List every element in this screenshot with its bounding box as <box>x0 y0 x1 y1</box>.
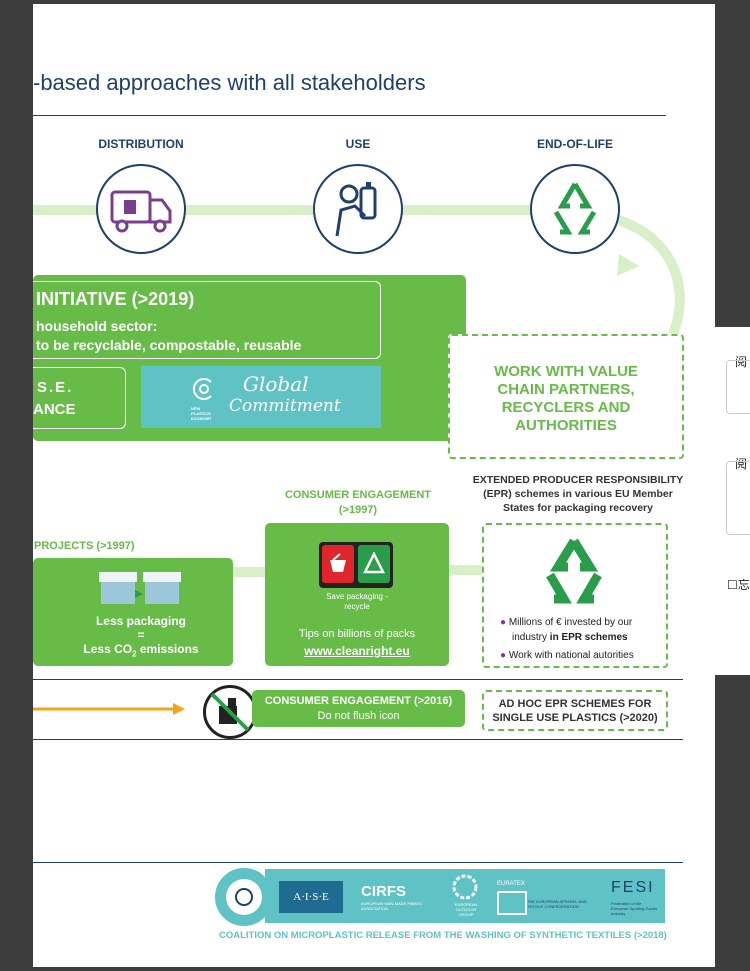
epr-bullet-2: ● Work with national autorities <box>500 650 634 661</box>
commitment-text: Commitment <box>229 396 341 416</box>
global-commitment-logo: NEW PLASTICS ECONOMY Global Commitment <box>141 366 381 428</box>
consumer-1997-box: Save packaging - recycle Tips on billion… <box>265 523 449 666</box>
initiative-line-2: to be recyclable, compostable, reusable <box>36 337 302 353</box>
recycle-triangle-icon <box>363 552 385 574</box>
consumer-1997-title-1: CONSUMER ENGAGEMENT <box>284 489 432 501</box>
band-rule-top <box>33 679 683 680</box>
epr-bullet-1a: Millions of € invested by our <box>508 617 633 628</box>
projects-box: Less packaging = Less CO2 emissions <box>33 558 233 666</box>
value-chain-box: WORK WITH VALUE CHAIN PARTNERS, RECYCLER… <box>448 334 684 459</box>
epr-title-line-2: (EPR) schemes in various EU Member <box>483 488 673 500</box>
initiative-box: INITIATIVE (>2019) household sector: to … <box>33 275 466 441</box>
euratex-sub: THE EUROPEAN APPAREL AND TEXTILE CONFEDE… <box>527 899 587 909</box>
partner-logos-bar: A·I·S·E CIRFS EUROPEAN MAN-MADE FIBRES A… <box>265 869 665 923</box>
less-packaging-text: Less packaging <box>95 614 187 628</box>
initiative-line-1: household sector: <box>36 318 158 334</box>
equals-text: = <box>137 628 145 642</box>
side-panel: 阅 阅 ☐忘 <box>706 327 750 675</box>
icon-caption-1: Save packaging - <box>326 592 388 601</box>
aise-alliance-line-1: S.E. <box>37 379 74 396</box>
band-rule-bottom <box>33 739 683 740</box>
page-title: -based approaches with all stakeholders <box>33 70 426 95</box>
epr-bullet-1: ● Millions of € invested by our <box>500 617 633 628</box>
less-co2-text: Less CO2 emissions <box>83 642 199 659</box>
stage-end-of-life: END-OF-LIFE <box>537 137 613 151</box>
new-plastics-economy-icon <box>192 378 212 400</box>
epr-bullet-1b-plain: industry <box>512 632 550 643</box>
side-panel-label-2: 阅 <box>735 457 748 471</box>
side-panel-card-1[interactable] <box>726 360 750 414</box>
consumer-2016-box: CONSUMER ENGAGEMENT (>2016) Do not flush… <box>252 690 465 727</box>
eog-flower-icon <box>452 874 478 900</box>
aise-logo: A·I·S·E <box>279 881 343 913</box>
cirfs-logo: CIRFS <box>361 883 406 900</box>
aise-alliance-line-2: ANCE <box>33 401 76 418</box>
icon-caption-2: recycle <box>344 602 370 611</box>
epr-bullet-1-cont: industry in EPR schemes <box>500 630 634 645</box>
initiative-inner <box>33 281 381 359</box>
footer-rule <box>33 862 683 863</box>
side-panel-label-1: 阅 <box>735 355 748 369</box>
tips-text: Tips on billions of packs <box>298 628 416 640</box>
adhoc-line-1: AD HOC EPR SCHEMES FOR <box>498 698 652 710</box>
euratex-logo: EURATEX <box>497 881 525 887</box>
cirfs-sub: EUROPEAN MAN-MADE FIBRES ASSOCIATION <box>361 901 422 911</box>
consumer-1997-title-2: (>1997) <box>338 504 378 516</box>
aise-alliance-box <box>33 367 126 429</box>
epr-title-line-1: EXTENDED PRODUCER RESPONSIBILITY <box>472 474 684 486</box>
global-text: Global <box>243 372 309 396</box>
value-chain-line-4: AUTHORITIES <box>515 417 617 434</box>
basket-icon <box>330 553 346 572</box>
stage-use: USE <box>345 137 371 151</box>
adhoc-line-2: SINGLE USE PLASTICS (>2020) <box>492 712 658 724</box>
recycle-icon <box>530 164 620 254</box>
value-chain-line-3: RECYCLERS AND <box>501 399 631 416</box>
epr-bullet-1b-bold: in EPR schemes <box>549 632 628 643</box>
euratex-mark-icon <box>497 891 527 915</box>
adhoc-epr-box: AD HOC EPR SCHEMES FOR SINGLE USE PLASTI… <box>482 690 668 731</box>
side-panel-checkbox[interactable]: ☐忘 <box>727 578 750 592</box>
epr-bullet-2-text: Work with national autorities <box>508 650 634 661</box>
stage-distribution: DISTRIBUTION <box>98 137 184 151</box>
fesi-logo: FESI <box>611 879 655 896</box>
fesi-sub: Federation of the European Sporting Good… <box>611 901 658 916</box>
document-page: -based approaches with all stakeholders … <box>33 4 715 967</box>
recycle-icon <box>546 538 602 604</box>
packaging-tubs-icon <box>99 572 181 604</box>
coalition-emblem-icon <box>213 866 275 928</box>
person-bottle-icon <box>313 164 403 254</box>
side-panel-card-2[interactable] <box>726 461 750 535</box>
coalition-caption: COALITION ON MICROPLASTIC RELEASE FROM T… <box>219 930 667 941</box>
eog-text: EUROPEAN OUTDOOR GROUP <box>454 902 478 917</box>
save-packaging-icon <box>319 542 393 588</box>
cleanright-link[interactable]: www.cleanright.eu <box>304 644 410 658</box>
epr-title-line-3: States for packaging recovery <box>503 502 653 514</box>
value-chain-line-1: WORK WITH VALUE <box>494 363 638 380</box>
title-rule <box>33 115 666 116</box>
do-not-flush-icon <box>203 685 257 739</box>
epr-box: ● Millions of € invested by our industry… <box>482 523 668 668</box>
consumer-2016-sub: Do not flush icon <box>317 710 400 722</box>
consumer-1997-title: CONSUMER ENGAGEMENT (>1997) <box>265 488 451 518</box>
consumer-2016-title: CONSUMER ENGAGEMENT (>2016) <box>264 695 453 707</box>
initiative-title: INITIATIVE (>2019) <box>36 289 195 309</box>
value-chain-line-2: CHAIN PARTNERS, <box>497 381 635 398</box>
projects-title: PROJECTS (>1997) <box>34 540 135 552</box>
new-plastics-economy-text: NEW PLASTICS ECONOMY <box>191 406 212 421</box>
epr-title: EXTENDED PRODUCER RESPONSIBILITY (EPR) s… <box>453 473 703 515</box>
truck-icon <box>96 164 186 254</box>
